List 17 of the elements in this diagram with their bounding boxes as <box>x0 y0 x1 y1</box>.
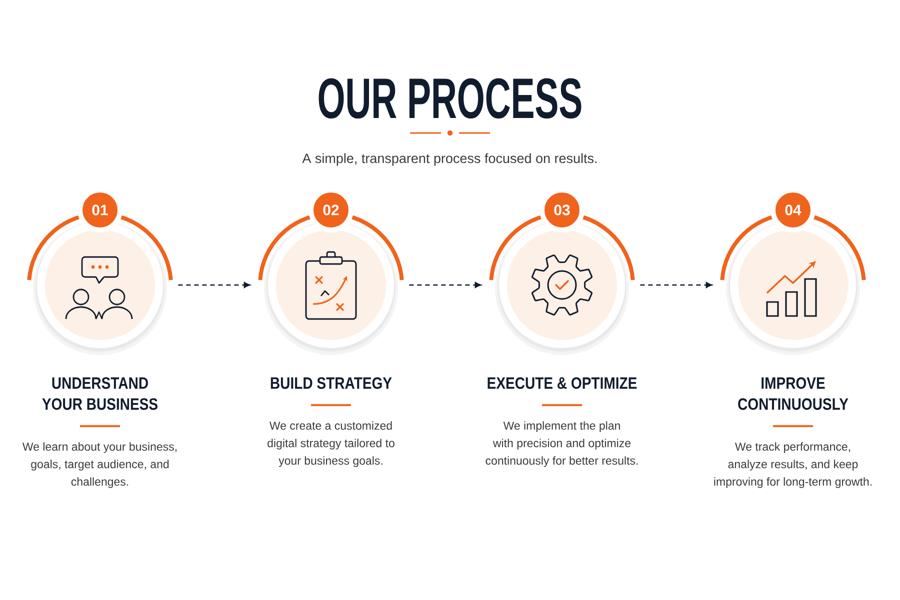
number-badge: 03 <box>540 188 584 232</box>
step-heading: EXECUTE & OPTIMIZE <box>488 377 637 389</box>
step-description: We track performance, analyze results, and keep improving for long-term growth. <box>714 442 872 488</box>
step-heading: IMPROVE CONTINUOUSLY <box>738 377 848 410</box>
step-description: We implement the plan with precision and optimize continuously for better results. <box>486 421 638 467</box>
number-badge: 04 <box>770 188 816 232</box>
step-heading: BUILD STRATEGY <box>270 377 392 389</box>
arrow <box>409 282 482 288</box>
number-badge: 01 <box>78 188 122 232</box>
number-badge: 02 <box>308 188 354 232</box>
step-description: We create a customized digital strategy tailored to your business goals. <box>268 421 394 467</box>
subtitle: A simple, transparent process focused on results. <box>302 153 597 166</box>
step-description: We learn about your business, goals, target audience, and challenges. <box>22 442 176 488</box>
arrow <box>178 282 250 288</box>
step-heading: UNDERSTAND YOUR BUSINESS <box>42 377 158 410</box>
arrow <box>640 282 712 288</box>
page-title: OUR PROCESS <box>318 78 582 119</box>
